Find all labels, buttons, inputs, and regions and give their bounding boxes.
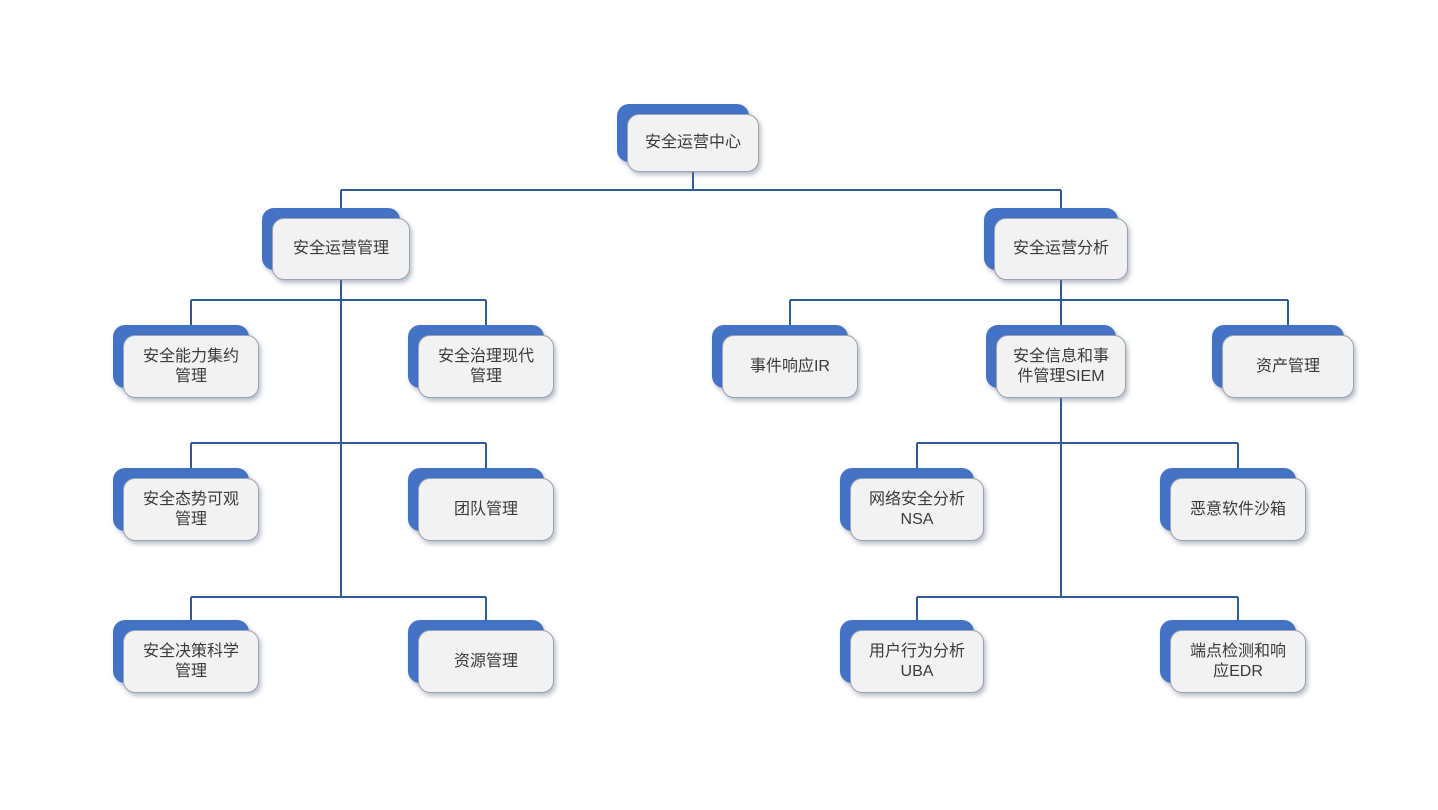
node-posture-observability-management[interactable]: 安全态势可观 管理 <box>113 468 259 541</box>
node-label: 安全运营管理 <box>292 240 389 257</box>
node-incident-response-ir[interactable]: 事件响应IR <box>712 325 858 398</box>
node-security-operations-center[interactable]: 安全运营中心 <box>617 104 759 172</box>
node-asset-management[interactable]: 资产管理 <box>1212 325 1354 398</box>
node-endpoint-detection-response-edr[interactable]: 端点检测和响 应EDR <box>1160 620 1306 693</box>
node-team-management[interactable]: 团队管理 <box>408 468 554 541</box>
node-label: 事件响应IR <box>749 357 830 375</box>
node-label: 恶意软件沙箱 <box>1189 500 1286 518</box>
node-label: 安全决策科学 管理 <box>142 642 239 680</box>
node-decision-science-management[interactable]: 安全决策科学 管理 <box>113 620 259 693</box>
node-label: 用户行为分析 UBA <box>868 642 965 680</box>
node-user-behavior-analytics-uba[interactable]: 用户行为分析 UBA <box>840 620 984 693</box>
node-label: 资产管理 <box>1255 357 1320 375</box>
node-label: 资源管理 <box>453 652 518 670</box>
node-label: 安全运营分析 <box>1012 240 1109 257</box>
node-label: 团队管理 <box>453 500 518 518</box>
node-capability-consolidation-management[interactable]: 安全能力集约 管理 <box>113 325 259 398</box>
node-label: 端点检测和响 应EDR <box>1189 642 1286 680</box>
node-label: 安全态势可观 管理 <box>142 490 239 528</box>
node-security-operations-management[interactable]: 安全运营管理 <box>262 208 410 280</box>
node-resource-management[interactable]: 资源管理 <box>408 620 554 693</box>
node-governance-modernization-management[interactable]: 安全治理现代 管理 <box>408 325 554 398</box>
node-label: 安全治理现代 管理 <box>437 347 534 385</box>
node-network-security-analysis-nsa[interactable]: 网络安全分析 NSA <box>840 468 984 541</box>
node-malware-sandbox[interactable]: 恶意软件沙箱 <box>1160 468 1306 541</box>
node-label: 安全信息和事 件管理SIEM <box>1012 347 1109 385</box>
node-label: 网络安全分析 NSA <box>868 490 965 528</box>
node-siem[interactable]: 安全信息和事 件管理SIEM <box>986 325 1126 398</box>
node-label: 安全能力集约 管理 <box>142 347 239 385</box>
node-security-operations-analysis[interactable]: 安全运营分析 <box>984 208 1128 280</box>
node-label: 安全运营中心 <box>644 134 741 151</box>
